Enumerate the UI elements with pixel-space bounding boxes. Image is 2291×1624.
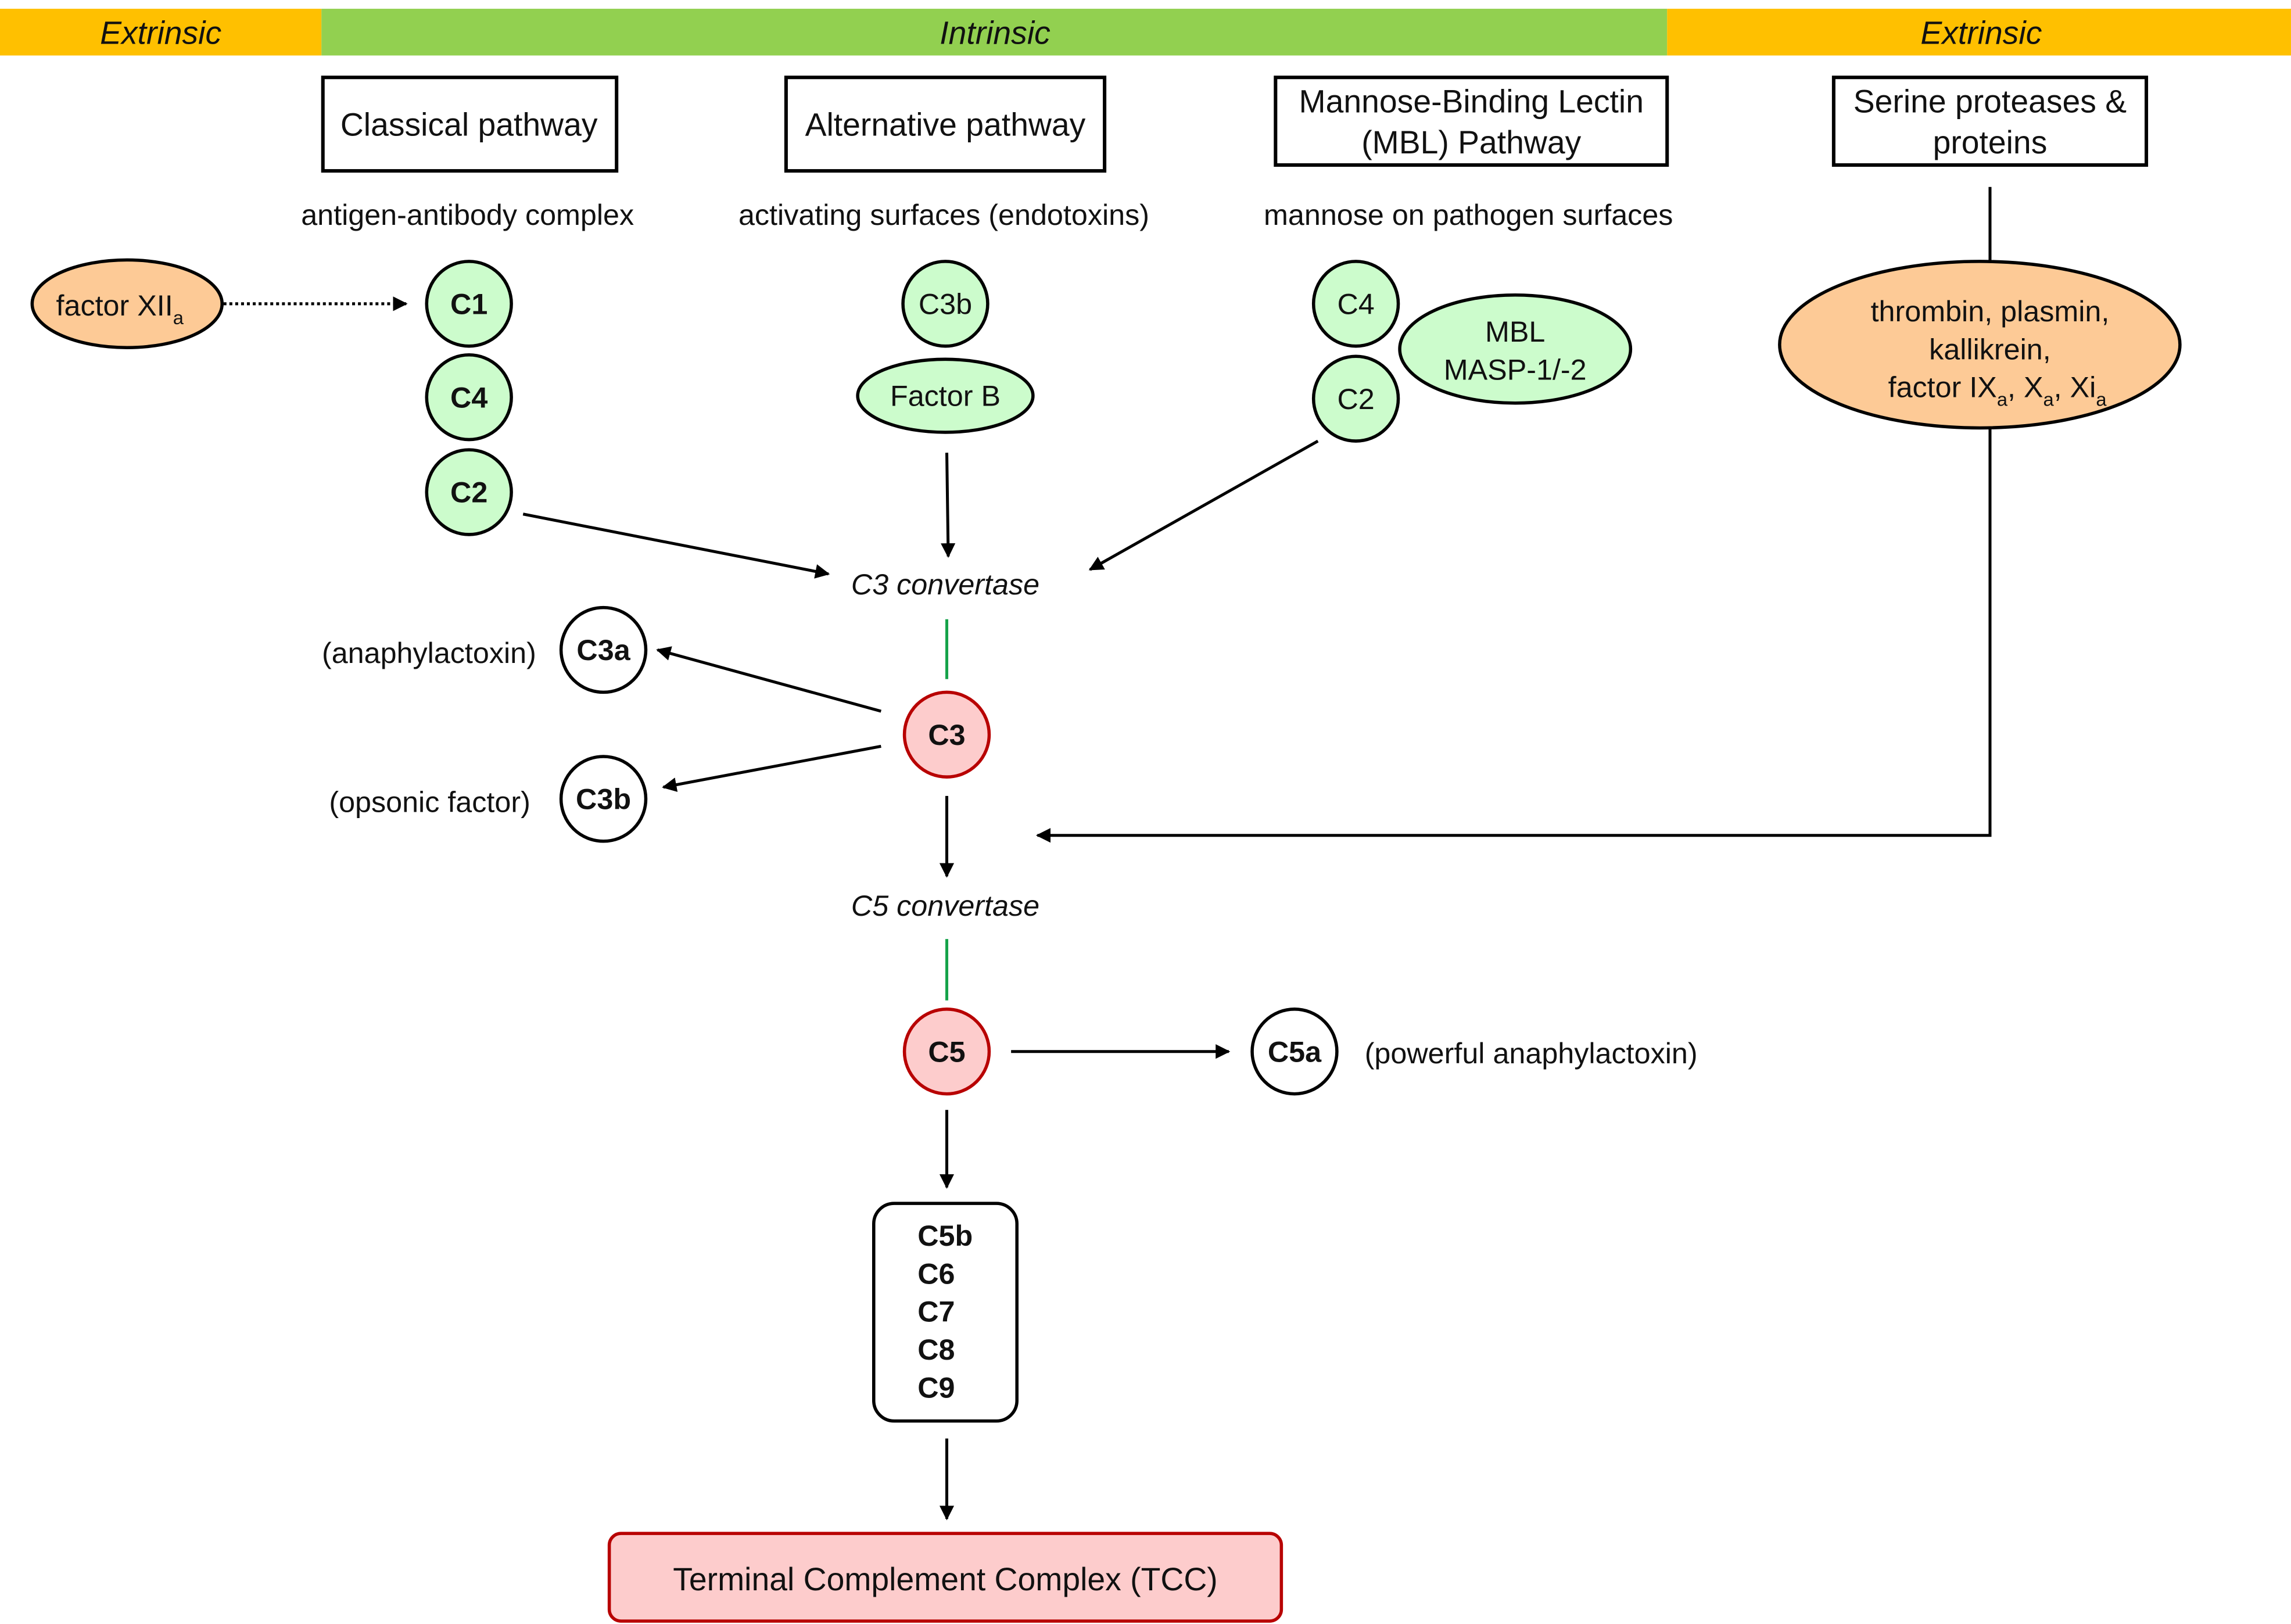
svg-text:MASP-1/-2: MASP-1/-2 xyxy=(1444,353,1587,386)
serine-title-line1: Serine proteases & xyxy=(1853,84,2127,120)
c3a-node: C3a xyxy=(559,605,648,694)
svg-text:C3: C3 xyxy=(928,718,965,751)
classical-trigger: antigen-antibody complex xyxy=(301,198,634,231)
mac-component: C5b xyxy=(917,1219,973,1252)
classical-to-c3-convertase-arrow xyxy=(522,512,830,579)
band-extrinsic-left xyxy=(0,9,322,56)
svg-text:C4: C4 xyxy=(1337,287,1374,320)
alternative-pathway-title: Alternative pathway xyxy=(805,107,1086,143)
serine-proteases-node: thrombin, plasmin, kallikrein, factor IX… xyxy=(1778,260,2182,430)
svg-text:C3b: C3b xyxy=(576,782,631,815)
classical-c1-node: C1 xyxy=(425,260,513,348)
alternative-to-c3-convertase-arrow xyxy=(941,453,956,558)
mbl-pathway-title-line1: Mannose-Binding Lectin xyxy=(1299,84,1644,120)
alternative-trigger: activating surfaces (endotoxins) xyxy=(738,198,1149,231)
serine-to-c5-convertase-arrow xyxy=(1035,428,1992,843)
mbl-masp-complex-node: MBL MASP-1/-2 xyxy=(1398,293,1633,405)
classical-c2-node: C2 xyxy=(425,448,513,536)
mbl-c4-node: C4 xyxy=(1311,260,1400,348)
pathway-header-classical: Classical pathway xyxy=(321,76,619,173)
mac-component: C7 xyxy=(917,1295,955,1328)
band-intrinsic xyxy=(321,9,1668,56)
c5-node: C5 xyxy=(902,1008,991,1096)
svg-text:thrombin, plasmin,: thrombin, plasmin, xyxy=(1871,295,2110,328)
factor-xiia-subscript: a xyxy=(173,307,184,328)
svg-text:C3b: C3b xyxy=(919,287,972,320)
c3-to-c3b-arrow xyxy=(662,744,881,792)
tcc-label: Terminal Complement Complex (TCC) xyxy=(673,1561,1217,1597)
svg-text:C1: C1 xyxy=(450,287,487,320)
pathway-header-serine: Serine proteases & proteins xyxy=(1831,76,2149,167)
band-extrinsic-right-label: Extrinsic xyxy=(1920,15,2042,51)
factor-xiia-node: factor XIIa xyxy=(30,258,224,349)
c3a-note: (anaphylactoxin) xyxy=(322,636,536,669)
c5a-note: (powerful anaphylactoxin) xyxy=(1365,1037,1698,1070)
tcc-box: Terminal Complement Complex (TCC) xyxy=(607,1532,1283,1623)
mbl-to-c3-convertase-arrow xyxy=(1088,439,1319,571)
classical-c4-node: C4 xyxy=(425,353,513,442)
mac-component: C9 xyxy=(917,1371,955,1404)
svg-text:C2: C2 xyxy=(1337,382,1374,415)
svg-text:C3a: C3a xyxy=(576,633,630,666)
band-extrinsic-left-label: Extrinsic xyxy=(100,15,221,51)
alternative-c3b-node: C3b xyxy=(901,260,989,348)
c3-node: C3 xyxy=(902,690,991,779)
factor-xiia-label: factor XII xyxy=(56,289,173,322)
top-band: Extrinsic Intrinsic Extrinsic xyxy=(0,9,2291,56)
svg-text:factor XIIa: factor XIIa xyxy=(56,289,184,328)
svg-text:C5: C5 xyxy=(928,1035,965,1068)
svg-text:factor IXa, Xa, Xia: factor IXa, Xa, Xia xyxy=(1888,371,2107,410)
c5-convertase-label: C5 convertase xyxy=(851,889,1039,922)
c3b-note: (opsonic factor) xyxy=(329,786,530,819)
mbl-c2-node: C2 xyxy=(1311,354,1400,443)
c5a-node: C5a xyxy=(1250,1008,1339,1096)
alternative-factor-b-node: Factor B xyxy=(856,357,1035,434)
mbl-pathway-title-line2: (MBL) Pathway xyxy=(1361,124,1581,160)
pathway-header-mbl: Mannose-Binding Lectin (MBL) Pathway xyxy=(1274,76,1669,167)
classical-pathway-title: Classical pathway xyxy=(340,107,598,143)
c3b-node: C3b xyxy=(559,755,648,843)
svg-text:C4: C4 xyxy=(450,381,487,414)
mac-component: C6 xyxy=(917,1257,955,1290)
band-extrinsic-right xyxy=(1667,9,2291,56)
band-intrinsic-label: Intrinsic xyxy=(940,15,1051,51)
svg-text:kallikrein,: kallikrein, xyxy=(1929,332,2051,365)
c3-convertase-label: C3 convertase xyxy=(851,568,1039,601)
svg-text:MBL: MBL xyxy=(1485,315,1545,348)
c3-to-c3a-arrow xyxy=(656,646,882,713)
mac-component: C8 xyxy=(917,1333,955,1366)
mac-components-box: C5b C6 C7 C8 C9 xyxy=(872,1202,1019,1423)
svg-text:C2: C2 xyxy=(450,476,487,509)
serine-title-line2: proteins xyxy=(1933,124,2048,160)
svg-text:Factor B: Factor B xyxy=(890,379,1001,413)
svg-text:C5a: C5a xyxy=(1268,1035,1322,1068)
mbl-trigger: mannose on pathogen surfaces xyxy=(1264,198,1673,231)
pathway-header-alternative: Alternative pathway xyxy=(784,76,1107,173)
